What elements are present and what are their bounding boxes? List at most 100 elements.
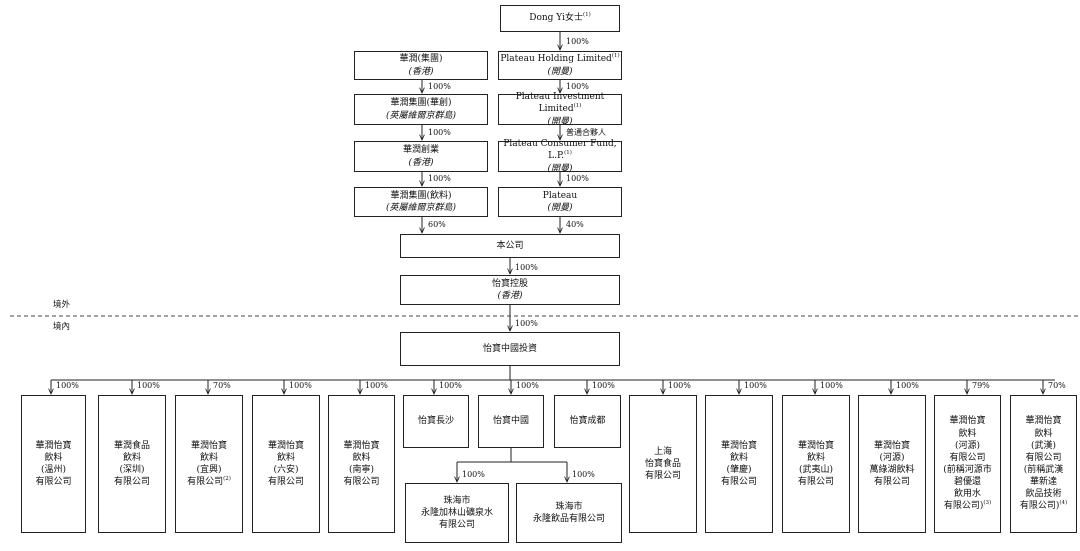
pct-plateau-co: 40% [566, 220, 584, 229]
sub-yixing-name: 華潤怡寶 飲料 (宜興) 有限公司 [187, 440, 227, 488]
zhuhai-beverage-name: 珠海市 永隆飲品有限公司 [532, 501, 605, 524]
zhuhai-mineral-box: 珠海市 永隆加林山礦泉水 有限公司 [405, 483, 509, 543]
sub-shanghai-box: 上海 怡寶食品 有限公司 [629, 395, 697, 533]
sub-nanning-box: 華潤怡寶 飲料 (南寧) 有限公司 [328, 395, 395, 533]
pct-yb-zh1: 100% [462, 470, 485, 479]
cr-huachuang-name: 華潤集團(華創) [390, 98, 452, 109]
pct-sub-1: 100% [137, 381, 160, 390]
plateau-investment-box: Plateau Investment Limited(1) (開曼) [498, 92, 622, 127]
pct-hold-inv: 100% [515, 319, 538, 328]
pct-cr3-cr4: 100% [428, 174, 451, 183]
plateau-fund-name: Plateau Consumer Fund, L.P. [503, 139, 617, 162]
sub-wenzhou-name: 華潤怡寶 飲料 (溫州) 有限公司 [35, 440, 72, 488]
sub-shenzhen-box: 華潤食品 飲料 (深圳) 有限公司 [98, 395, 166, 533]
cr-huachuang-box: 華潤集團(華創) (英屬維爾京群島) [354, 94, 488, 125]
sub-shanghai-name: 上海 怡寶食品 有限公司 [644, 446, 681, 482]
plateau-holding-name: Plateau Holding Limited [500, 54, 612, 65]
plateau-fund-box: Plateau Consumer Fund, L.P.(1) (開曼) [498, 139, 622, 174]
plateau-name: Plateau [542, 190, 578, 201]
sub-china-box: 怡寶中國 [478, 395, 544, 448]
sub-nanning-name: 華潤怡寶 飲料 (南寧) 有限公司 [343, 440, 380, 488]
plateau-investment-note: (1) [573, 103, 582, 110]
plateau-holding-box: Plateau Holding Limited(1) (開曼) [498, 51, 622, 80]
sub-wanlvhu-name: 華潤怡寶 (河源) 萬綠湖飲料 有限公司 [869, 440, 915, 488]
sub-zhaoqing-name: 華潤怡寶 飲料 (肇慶) 有限公司 [720, 440, 757, 488]
sub-wuhan-name: 華潤怡寶 飲料 (武漢) 有限公司 (前稱武漢 華新達 飲品技術 有限公司) [1019, 416, 1064, 512]
pct-sub-8: 100% [668, 381, 691, 390]
zhuhai-beverage-box: 珠海市 永隆飲品有限公司 [516, 483, 622, 543]
sub-heyuan-name: 華潤怡寶 飲料 (河源) 有限公司 (前稱河源市 碧優還 飲用水 有限公司) [943, 416, 992, 512]
company-box: 本公司 [400, 234, 620, 258]
pct-dy-ph: 100% [566, 37, 589, 46]
pct-sub-4: 100% [365, 381, 388, 390]
pct-sub-0: 100% [56, 381, 79, 390]
pct-sub-6: 100% [516, 381, 539, 390]
sub-luan-name: 華潤怡寶 飲料 (六安) 有限公司 [267, 440, 304, 488]
cr-enterprises-box: 華潤創業 (香港) [354, 141, 488, 172]
pct-cr2-cr3: 100% [428, 128, 451, 137]
pct-co-hold: 100% [515, 263, 538, 272]
plateau-holding-note: (1) [611, 53, 620, 60]
dongyi-note: (1) [582, 12, 591, 19]
sub-wuhan-note: (4) [1059, 500, 1068, 507]
sub-wuhan-box: 華潤怡寶 飲料 (武漢) 有限公司 (前稱武漢 華新達 飲品技術 有限公司)(4… [1010, 395, 1077, 533]
pct-sub-5: 100% [439, 381, 462, 390]
pct-sub-12: 79% [972, 381, 990, 390]
dongyi-name: Dong Yi女士 [529, 13, 583, 24]
sub-chengdu-box: 怡寶成都 [554, 395, 621, 448]
cr-group-name: 華潤(集團) [399, 54, 443, 65]
plateau-investment-name: Plateau Investment Limited [515, 92, 605, 115]
sub-shenzhen-name: 華潤食品 飲料 (深圳) 有限公司 [113, 440, 150, 488]
sub-wanlvhu-box: 華潤怡寶 (河源) 萬綠湖飲料 有限公司 [858, 395, 926, 533]
pct-pcf-plateau: 100% [566, 174, 589, 183]
sub-zhaoqing-box: 華潤怡寶 飲料 (肇慶) 有限公司 [705, 395, 773, 533]
offshore-label: 境外 [53, 300, 71, 310]
pct-sub-9: 100% [744, 381, 767, 390]
china-investment-box: 怡寶中國投資 [400, 332, 620, 366]
plateau-place: (開曼) [547, 203, 573, 213]
dongyi-box: Dong Yi女士(1) [500, 5, 620, 32]
pct-pi-pcf: 普通合夥人 [566, 128, 606, 137]
cr-enterprises-name: 華潤創業 [402, 145, 439, 156]
holdco-place: (香港) [497, 291, 523, 301]
sub-wuyishan-box: 華潤怡寶 飲料 (武夷山) 有限公司 [782, 395, 850, 533]
sub-changsha-box: 怡寶長沙 [403, 395, 469, 448]
sub-china-name: 怡寶中國 [492, 416, 529, 427]
cr-huachuang-place: (英屬維爾京群島) [385, 110, 457, 121]
pct-sub-11: 100% [896, 381, 919, 390]
company-name: 本公司 [496, 240, 524, 251]
pct-cr1-cr2: 100% [428, 82, 451, 91]
sub-luan-box: 華潤怡寶 飲料 (六安) 有限公司 [252, 395, 320, 533]
sub-yixing-note: (2) [223, 476, 231, 483]
cr-enterprises-place: (香港) [408, 157, 434, 168]
plateau-fund-place: (開曼) [547, 163, 573, 174]
sub-changsha-name: 怡寶長沙 [417, 416, 454, 427]
sub-wenzhou-box: 華潤怡寶 飲料 (溫州) 有限公司 [21, 395, 86, 533]
cr-group-place: (香港) [408, 66, 434, 77]
sub-yixing-box: 華潤怡寶 飲料 (宜興) 有限公司(2) [175, 395, 243, 533]
pct-sub-2: 70% [213, 381, 231, 390]
cr-group-box: 華潤(集團) (香港) [354, 51, 488, 80]
sub-heyuan-note: (3) [983, 500, 992, 507]
onshore-label: 境內 [53, 322, 71, 332]
pct-sub-7: 100% [592, 381, 615, 390]
pct-sub-13: 70% [1048, 381, 1066, 390]
holdco-name: 怡寶控股 [491, 278, 528, 289]
cr-beverage-box: 華潤集團(飲料) (英屬維爾京群島) [354, 187, 488, 217]
pct-sub-3: 100% [289, 381, 312, 390]
pct-cr4-co: 60% [428, 220, 446, 229]
pct-yb-zh2: 100% [572, 470, 595, 479]
cr-beverage-place: (英屬維爾京群島) [385, 203, 457, 213]
sub-heyuan-box: 華潤怡寶 飲料 (河源) 有限公司 (前稱河源市 碧優還 飲用水 有限公司)(3… [934, 395, 1001, 533]
plateau-box: Plateau (開曼) [498, 187, 622, 217]
china-investment-name: 怡寶中國投資 [482, 343, 537, 354]
cr-beverage-name: 華潤集團(飲料) [390, 190, 452, 201]
plateau-holding-place: (開曼) [547, 66, 573, 77]
sub-chengdu-name: 怡寶成都 [569, 416, 606, 427]
holdco-box: 怡寶控股 (香港) [400, 275, 620, 305]
pct-ph-pi: 100% [566, 82, 589, 91]
sub-wuyishan-name: 華潤怡寶 飲料 (武夷山) 有限公司 [797, 440, 834, 488]
zhuhai-mineral-name: 珠海市 永隆加林山礦泉水 有限公司 [420, 495, 493, 531]
plateau-fund-note: (1) [564, 150, 572, 157]
